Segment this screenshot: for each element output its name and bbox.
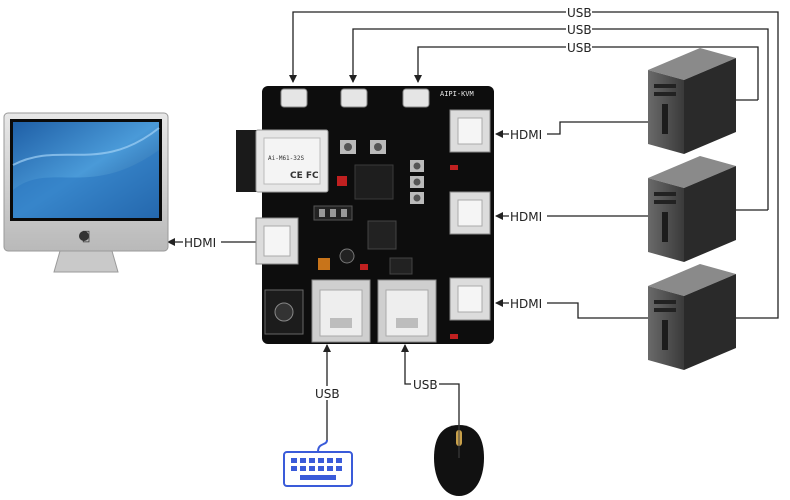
hdmi-out-label: HDMI [184, 236, 216, 250]
usb-keyboard-label: USB [315, 387, 340, 401]
usb-label-2: USB [567, 23, 592, 37]
hdmi-label-2: HDMI [510, 210, 542, 224]
mouse-icon [434, 425, 484, 496]
imac-icon:  [3, 112, 169, 273]
usb-mouse-label: USB [413, 378, 438, 392]
usb-wire-2 [349, 28, 769, 210]
module-cert: CE FC [290, 171, 319, 181]
tower-server-icon [648, 48, 736, 370]
module-label: Ai-M61-32S [268, 155, 305, 162]
board-title: AIPI-KVM [440, 90, 474, 98]
hdmi-label-1: HDMI [510, 128, 542, 142]
usb-label-1: USB [567, 6, 592, 20]
usb-label-3: USB [567, 41, 592, 55]
usb-wire-1 [289, 11, 779, 210]
kvm-board: AIPI-KVM Ai-M61-32S CE FC [236, 86, 494, 344]
hdmi-label-3: HDMI [510, 297, 542, 311]
keyboard-icon [283, 439, 353, 487]
